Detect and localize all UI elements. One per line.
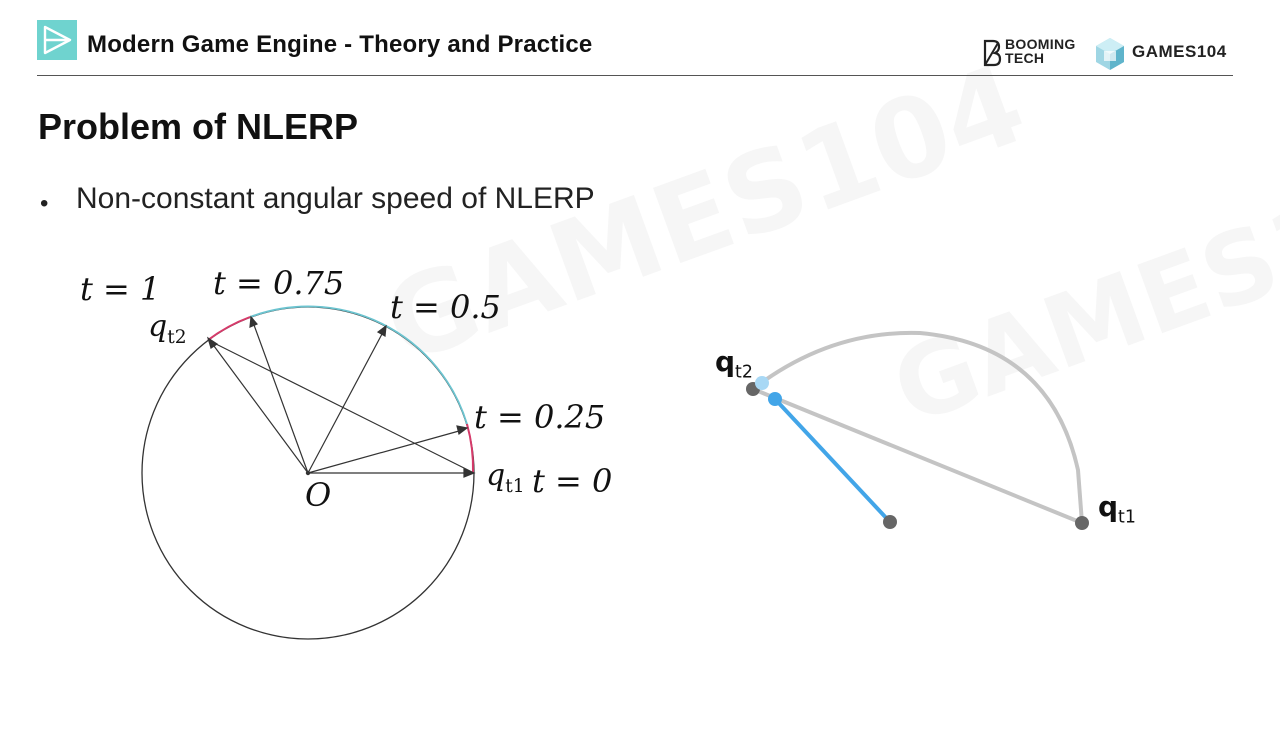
vector-t1 <box>213 345 309 474</box>
light-blue-point <box>755 376 769 390</box>
label-right-qt2: qt2 <box>715 345 753 383</box>
label-t05: t = 0.5 <box>390 288 501 326</box>
blue-point <box>768 392 782 406</box>
label-left-qt2: qt2 <box>148 309 187 348</box>
node-origin <box>883 515 897 529</box>
header-divider <box>37 75 1233 76</box>
course-logo-icon <box>37 20 77 60</box>
bullet-text: Non-constant angular speed of NLERP <box>76 182 595 215</box>
label-right-qt1-base: q <box>1098 490 1119 523</box>
games104-text: GAMES104 <box>1132 42 1227 61</box>
label-left-qt1-base: q <box>486 458 506 493</box>
gray-chord <box>752 387 1083 525</box>
label-origin: O <box>305 476 332 514</box>
label-right-qt1: qt1 <box>1098 490 1136 528</box>
label-right-qt2-sub: t2 <box>735 362 753 383</box>
label-left-qt1-sub: t1 <box>505 476 525 497</box>
arc-fast-segment-right <box>466 423 475 474</box>
label-t075: t = 0.75 <box>213 264 345 302</box>
vector-t05 <box>307 333 383 474</box>
vector-t075 <box>253 324 309 474</box>
label-t0: t = 0 <box>532 462 613 500</box>
node-qt1 <box>1075 516 1089 530</box>
booming-tech-logo: BOOMING TECH <box>982 37 1086 71</box>
label-left-qt1: qt1 <box>486 458 525 497</box>
bullet-marker: • <box>40 190 49 217</box>
slide-title: Problem of NLERP <box>38 106 359 147</box>
blue-vector <box>773 397 892 524</box>
vector-t025 <box>307 430 460 474</box>
label-t1: t = 1 <box>80 270 161 308</box>
header-title: Modern Game Engine - Theory and Practice <box>87 31 593 58</box>
booming-mark-icon <box>983 39 1002 67</box>
label-left-qt2-base: q <box>148 309 168 344</box>
tech-text: TECH <box>1005 50 1045 66</box>
origin-point <box>305 470 311 476</box>
label-right-qt2-base: q <box>715 345 736 378</box>
arc-slow-segment <box>249 305 468 425</box>
games-cube-icon <box>1096 38 1124 70</box>
games104-logo: GAMES104 <box>1094 37 1234 71</box>
label-right-qt1-sub: t1 <box>1118 507 1136 528</box>
header: Modern Game Engine - Theory and Practice… <box>0 0 1280 78</box>
label-t025: t = 0.25 <box>474 398 606 436</box>
booming-text: BOOMING <box>1005 36 1076 52</box>
chord-line <box>207 339 475 474</box>
label-left-qt2-sub: t2 <box>167 327 187 348</box>
gray-arc <box>751 330 1084 524</box>
